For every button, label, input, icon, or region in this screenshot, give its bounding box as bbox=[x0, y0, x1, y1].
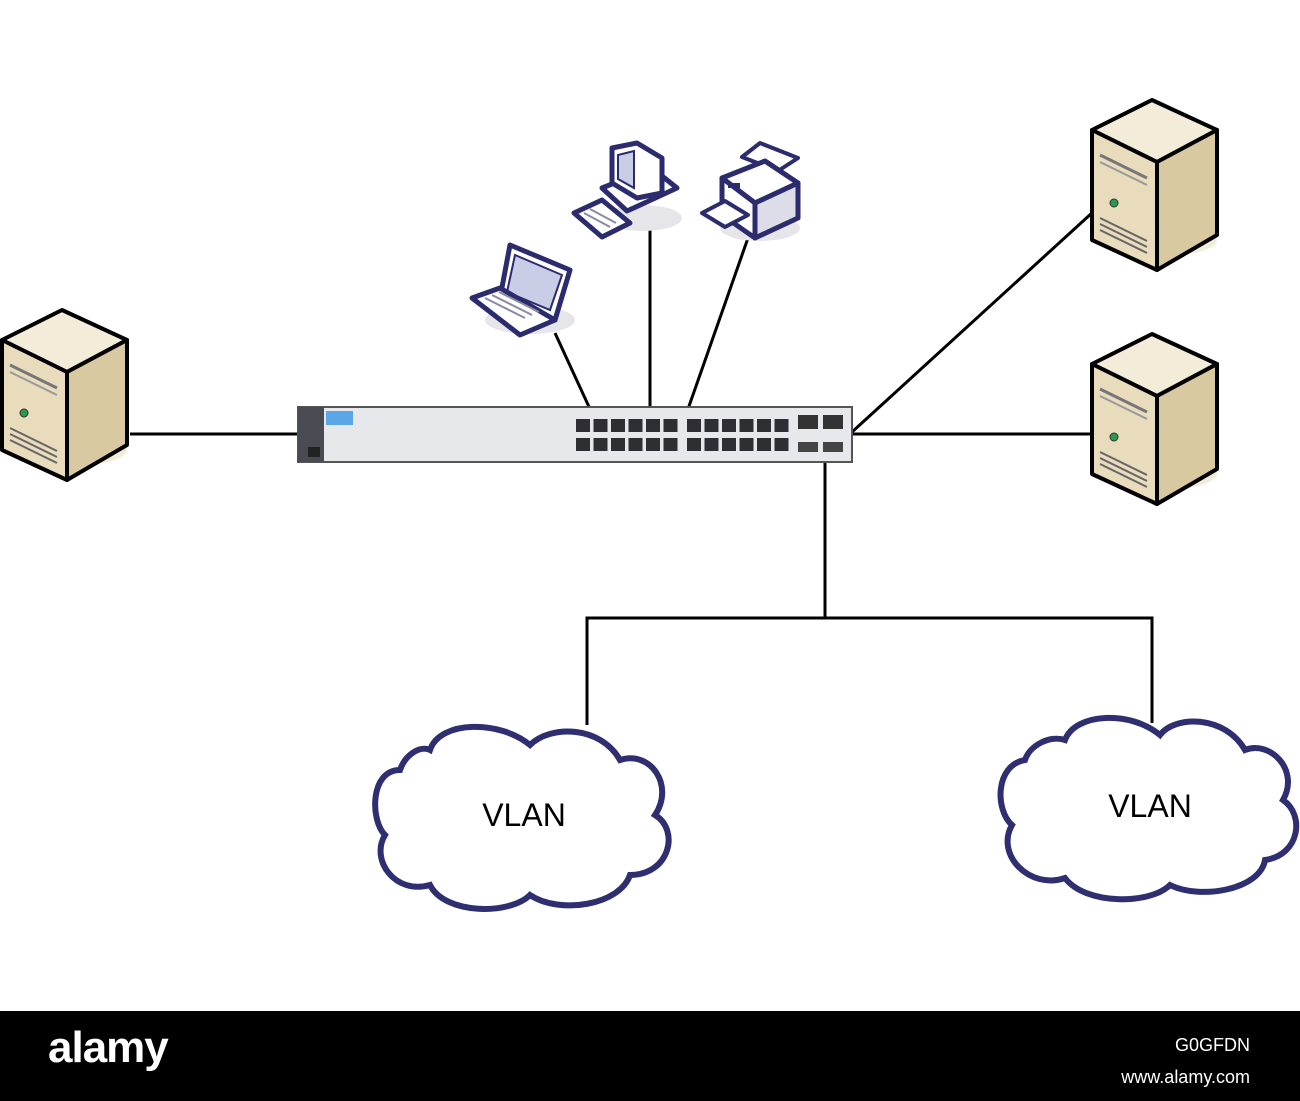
switch-port bbox=[774, 419, 789, 432]
switch-port bbox=[757, 438, 771, 451]
uplink-port-2 bbox=[823, 415, 843, 429]
switch-port bbox=[628, 419, 643, 432]
switch-port-grid bbox=[576, 419, 789, 451]
server-right-bottom-icon bbox=[1090, 332, 1219, 506]
cloud-right-label: VLAN bbox=[1108, 788, 1192, 824]
switch-port bbox=[704, 438, 719, 451]
connection-lines bbox=[130, 210, 1154, 725]
cloud-left-label: VLAN bbox=[482, 797, 566, 833]
server-right-top-icon bbox=[1090, 98, 1219, 272]
switch-port bbox=[663, 419, 678, 432]
cloud-left: VLAN bbox=[372, 723, 672, 912]
switch-port bbox=[593, 419, 608, 432]
uplink-port-1 bbox=[798, 415, 818, 429]
link-server-right-top bbox=[850, 210, 1095, 434]
switch-port bbox=[774, 438, 789, 451]
network-switch bbox=[297, 406, 853, 463]
server-left-icon bbox=[0, 308, 129, 482]
switch-port bbox=[704, 419, 719, 432]
cloud-right: VLAN bbox=[997, 715, 1300, 903]
link-vlan-left bbox=[585, 616, 825, 725]
switch-port bbox=[646, 438, 660, 451]
laptop-icon bbox=[469, 242, 575, 338]
switch-port bbox=[576, 419, 590, 432]
switch-port bbox=[722, 438, 736, 451]
switch-port bbox=[628, 438, 643, 451]
switch-port bbox=[739, 438, 754, 451]
watermark-url: www.alamy.com bbox=[1121, 1067, 1250, 1087]
link-laptop bbox=[553, 332, 592, 410]
printer-icon bbox=[700, 141, 801, 241]
watermark-brand: alamy bbox=[48, 1023, 169, 1072]
watermark-banner: alamy G0GFDN www.alamy.com bbox=[0, 1011, 1300, 1101]
switch-port bbox=[739, 419, 754, 432]
switch-port bbox=[757, 419, 771, 432]
link-printer bbox=[686, 237, 750, 410]
link-vlan-trunk bbox=[823, 460, 1154, 723]
switch-port bbox=[722, 419, 736, 432]
sfp-port-1 bbox=[798, 442, 818, 452]
watermark-image-id: G0GFDN bbox=[1174, 1035, 1250, 1055]
switch-port bbox=[593, 438, 608, 451]
switch-port bbox=[646, 419, 660, 432]
switch-port bbox=[687, 419, 701, 432]
switch-port bbox=[611, 419, 625, 432]
switch-port bbox=[687, 438, 701, 451]
switch-label-plate bbox=[326, 411, 353, 425]
switch-port bbox=[576, 438, 590, 451]
sfp-port-2 bbox=[823, 442, 843, 452]
desktop-pc-icon bbox=[571, 140, 682, 240]
switch-port bbox=[611, 438, 625, 451]
network-diagram: VLAN VLAN bbox=[0, 98, 1300, 912]
switch-port bbox=[663, 438, 678, 451]
